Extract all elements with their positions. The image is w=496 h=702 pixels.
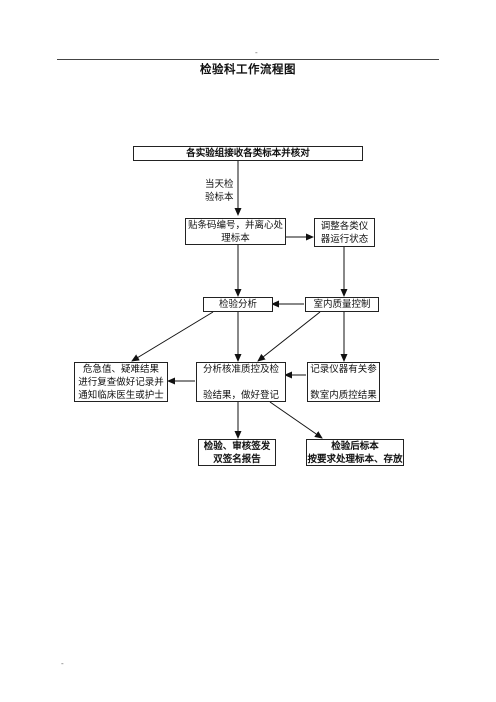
node-barcode-centrifuge: 贴条码编号，并离心处 理标本 [185,218,286,245]
label-same-day-samples: 当天检 验标本 [205,179,234,203]
node-post-test-samples: 检验后标本 按要求处理标本、存放 [306,439,404,466]
arrow-analysis-to-critical [131,311,214,362]
node-internal-qc: 室内质量控制 [305,297,379,312]
footer-dot: - [61,659,64,668]
node-record-parameters: 记录仪器有关参 数室内质控结果 [307,362,380,402]
node-test-analysis: 检验分析 [203,297,273,312]
arrow-qc-to-verify [257,311,321,362]
header-dot: - [255,48,258,57]
node-adjust-instruments: 调整各类仪 器运行状态 [314,218,375,247]
node-verify-results: 分析核准质控及检 验结果，做好登记 [196,362,286,402]
header-rule [57,59,439,60]
page-title: 检验科工作流程图 [200,62,296,76]
node-receive-samples: 各实验组接收各类标本并核对 [133,146,363,161]
node-sign-report: 检验、审核签发 双签名报告 [198,439,276,466]
arrow-verify-to-after [269,401,323,439]
node-critical-values: 危急值、疑难结果 进行复查做好记录并 通知临床医生或护士 [74,362,168,402]
